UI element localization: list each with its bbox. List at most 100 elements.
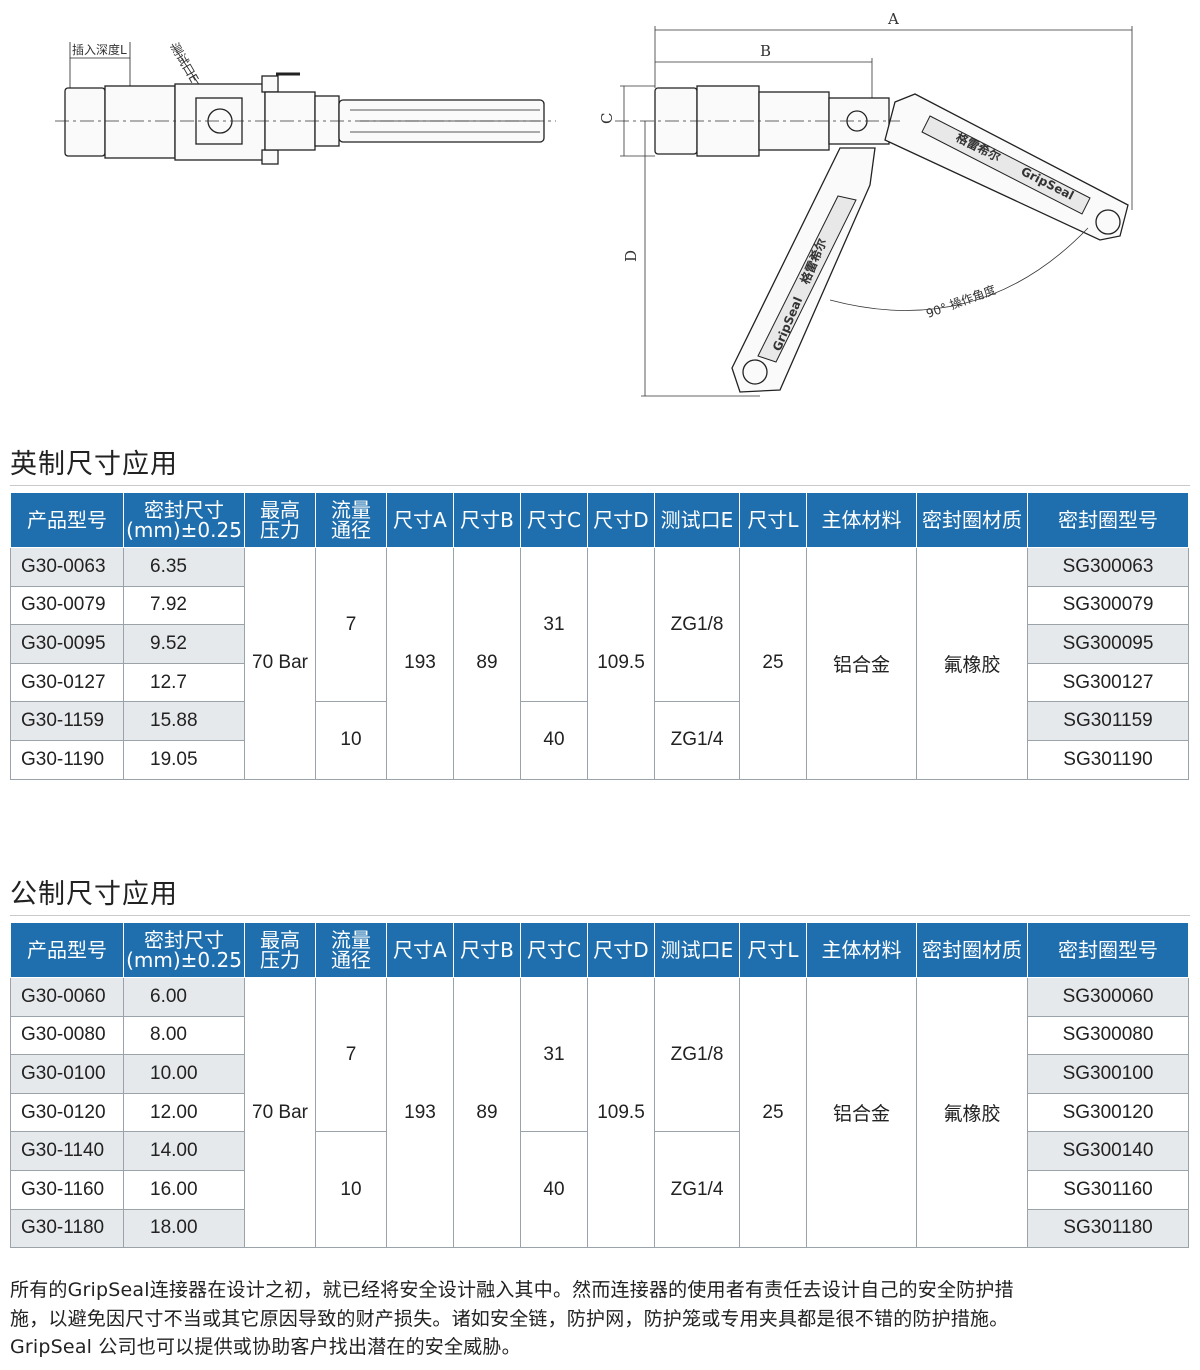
- size-cell: 18.00: [123, 1208, 245, 1249]
- test-port-cell: ZG1/8: [654, 546, 740, 703]
- seal-model-cell: SG300079: [1027, 585, 1189, 626]
- seal-model-cell: SG301180: [1027, 1208, 1189, 1249]
- imperial-spec-table: 产品型号 密封尺寸(mm)±0.25 最高压力 流量通径 尺寸A 尺寸B 尺寸C…: [10, 492, 1189, 780]
- table-row: G30-0100 10.00 SG300100: [10, 1054, 1189, 1094]
- seal-model-cell: SG300127: [1027, 662, 1189, 703]
- col-seal-model: 密封圈型号: [1027, 922, 1189, 978]
- col-flow: 流量通径: [315, 492, 387, 548]
- col-dim-c: 尺寸C: [520, 922, 588, 978]
- safety-note: 所有的GripSeal连接器在设计之初，就已经将安全设计融入其中。然而连接器的使…: [10, 1276, 1192, 1362]
- side-view-drawing: [64, 42, 545, 165]
- test-port-cell: ZG1/4: [654, 1131, 740, 1249]
- size-cell: 12.7: [123, 662, 245, 703]
- seal-model-cell: SG301159: [1027, 701, 1189, 741]
- table-row: G30-1160 16.00 SG301160: [10, 1169, 1189, 1210]
- col-model: 产品型号: [10, 492, 124, 548]
- col-dim-b: 尺寸B: [453, 492, 521, 548]
- pressure-cell: 70 Bar: [244, 547, 316, 780]
- table-row: G30-1190 19.05 SG301190: [10, 739, 1189, 780]
- dim-b-cell: 89: [453, 547, 521, 780]
- size-cell: 16.00: [123, 1169, 245, 1210]
- dim-l-cell: 25: [739, 976, 807, 1249]
- col-dim-d: 尺寸D: [587, 922, 655, 978]
- flow-cell: 10: [315, 701, 387, 780]
- col-seal-size: 密封尺寸(mm)±0.25: [123, 922, 245, 978]
- col-model: 产品型号: [10, 922, 124, 978]
- dim-b-label: B: [760, 42, 771, 60]
- col-seal-model: 密封圈型号: [1027, 492, 1189, 548]
- col-dim-a: 尺寸A: [386, 922, 454, 978]
- col-body-material: 主体材料: [806, 922, 917, 978]
- seal-model-cell: SG300060: [1027, 977, 1189, 1017]
- col-dim-c: 尺寸C: [520, 492, 588, 548]
- col-pressure: 最高压力: [244, 492, 316, 548]
- seal-model-cell: SG300140: [1027, 1131, 1189, 1171]
- dim-b-cell: 89: [453, 976, 521, 1249]
- dim-l-cell: 25: [739, 547, 807, 780]
- model-cell: G30-0095: [10, 624, 124, 664]
- dim-d-cell: 109.5: [587, 976, 655, 1249]
- col-dim-d: 尺寸D: [587, 492, 655, 548]
- seal-model-cell: SG300100: [1027, 1054, 1189, 1094]
- table-row: G30-1140 14.00 10 40 ZG1/4 SG300140: [10, 1131, 1189, 1249]
- model-cell: G30-0127: [10, 662, 124, 703]
- size-cell: 14.00: [123, 1131, 245, 1171]
- dim-d-label: D: [622, 250, 640, 262]
- angle-label: 90° 操作角度: [924, 282, 998, 321]
- dim-d-cell: 109.5: [587, 547, 655, 780]
- col-dim-b: 尺寸B: [453, 922, 521, 978]
- technical-drawing: 插入深度L 测试口E A B C D 90° 操作角度 格雷希尔 GripSea…: [0, 0, 1200, 410]
- dim-c-cell: 31: [520, 546, 588, 703]
- col-seal-material: 密封圈材质: [916, 922, 1028, 978]
- size-cell: 10.00: [123, 1054, 245, 1094]
- imperial-section-title: 英制尺寸应用: [10, 440, 1190, 486]
- table-row: G30-0080 8.00 SG300080: [10, 1015, 1189, 1056]
- insert-depth-label: 插入深度L: [72, 42, 127, 57]
- size-cell: 15.88: [123, 701, 245, 741]
- seal-model-cell: SG300080: [1027, 1015, 1189, 1056]
- col-seal-size: 密封尺寸(mm)±0.25: [123, 492, 245, 548]
- safety-note-line: GripSeal 公司也可以提供或协助客户找出潜在的安全威胁。: [10, 1336, 521, 1358]
- seal-model-cell: SG300120: [1027, 1092, 1189, 1133]
- table-row: G30-1159 15.88 10 40 ZG1/4 SG301159: [10, 701, 1189, 780]
- table-header-row: 产品型号 密封尺寸(mm)±0.25 最高压力 流量通径 尺寸A 尺寸B 尺寸C…: [10, 922, 1189, 978]
- body-material-cell: 铝合金: [806, 547, 917, 780]
- dim-c-cell: 40: [520, 701, 588, 780]
- model-cell: G30-0060: [10, 977, 124, 1017]
- seal-model-cell: SG300095: [1027, 624, 1189, 664]
- col-dim-l: 尺寸L: [739, 922, 807, 978]
- col-dim-l: 尺寸L: [739, 492, 807, 548]
- size-cell: 19.05: [123, 739, 245, 780]
- size-cell: 9.52: [123, 624, 245, 664]
- table-header-row: 产品型号 密封尺寸(mm)±0.25 最高压力 流量通径 尺寸A 尺寸B 尺寸C…: [10, 492, 1189, 548]
- col-dim-a: 尺寸A: [386, 492, 454, 548]
- dim-a-cell: 193: [386, 976, 454, 1249]
- col-seal-material: 密封圈材质: [916, 492, 1028, 548]
- seal-model-cell: SG300063: [1027, 547, 1189, 587]
- model-cell: G30-1160: [10, 1169, 124, 1210]
- col-flow: 流量通径: [315, 922, 387, 978]
- model-cell: G30-0063: [10, 547, 124, 587]
- dim-c-cell: 40: [520, 1131, 588, 1249]
- model-cell: G30-1159: [10, 701, 124, 741]
- col-test-port: 测试口E: [654, 922, 740, 978]
- table-row: G30-0079 7.92 SG300079: [10, 585, 1189, 626]
- dim-c-cell: 31: [520, 976, 588, 1133]
- seal-material-cell: 氟橡胶: [916, 547, 1028, 780]
- model-cell: G30-1180: [10, 1208, 124, 1249]
- col-body-material: 主体材料: [806, 492, 917, 548]
- table-row: G30-0127 12.7 SG300127: [10, 662, 1189, 703]
- size-cell: 6.00: [123, 977, 245, 1017]
- dim-c-label: C: [598, 113, 616, 124]
- table-row: G30-0095 9.52 SG300095: [10, 624, 1189, 664]
- table-row: G30-0063 6.35 70 Bar 7 193 89 31 109.5 Z…: [10, 546, 1189, 780]
- seal-material-cell: 氟橡胶: [916, 976, 1028, 1249]
- col-test-port: 测试口E: [654, 492, 740, 548]
- top-view-drawing: [654, 85, 1129, 393]
- model-cell: G30-1140: [10, 1131, 124, 1171]
- size-cell: 8.00: [123, 1015, 245, 1056]
- safety-note-line: 所有的GripSeal连接器在设计之初，就已经将安全设计融入其中。然而连接器的使…: [10, 1279, 1014, 1301]
- flow-cell: 7: [315, 546, 387, 703]
- body-material-cell: 铝合金: [806, 976, 917, 1249]
- size-cell: 12.00: [123, 1092, 245, 1133]
